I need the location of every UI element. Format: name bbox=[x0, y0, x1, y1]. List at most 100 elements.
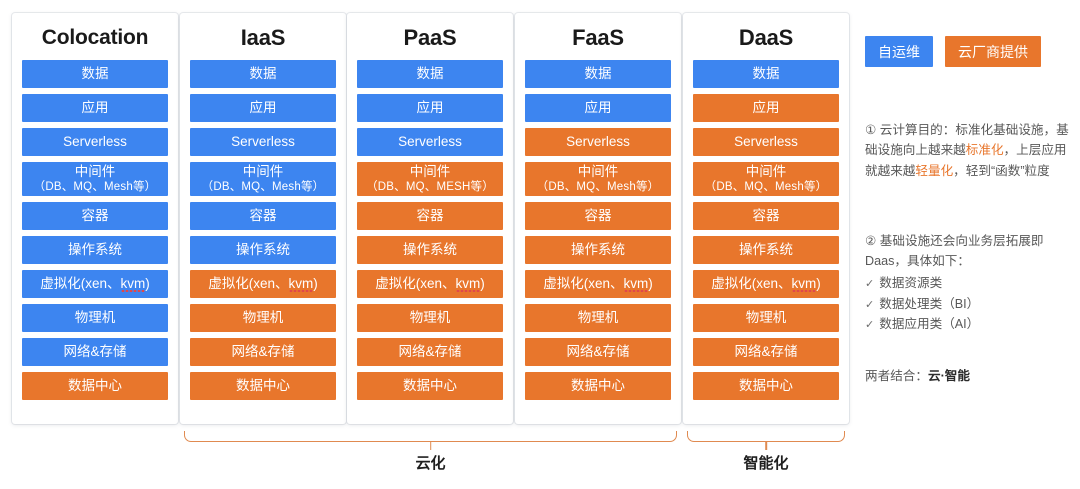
layer-container-faas[interactable]: 容器 bbox=[525, 202, 671, 230]
note2-check-item: ✓数据应用类（AI） bbox=[865, 314, 1078, 335]
layer-virtual-faas[interactable]: 虚拟化(xen、kvm) bbox=[525, 270, 671, 298]
layer-os-paas[interactable]: 操作系统 bbox=[357, 236, 503, 264]
layer-label: 数据中心 bbox=[739, 377, 793, 393]
layer-label: 物理机 bbox=[74, 309, 116, 325]
layer-os-daas[interactable]: 操作系统 bbox=[693, 236, 839, 264]
layer-label: 数据 bbox=[81, 65, 109, 81]
layer-application-paas[interactable]: 应用 bbox=[357, 94, 503, 122]
layer-netstorage-paas[interactable]: 网络&存储 bbox=[357, 338, 503, 366]
layer-data-colocation[interactable]: 数据 bbox=[22, 60, 168, 88]
spellcheck-underline: DaaS bbox=[738, 13, 794, 66]
layer-physical-paas[interactable]: 物理机 bbox=[357, 304, 503, 332]
layer-serverless-paas[interactable]: Serverless bbox=[357, 128, 503, 156]
layer-os-colocation[interactable]: 操作系统 bbox=[22, 236, 168, 264]
layer-datacenter-colocation[interactable]: 数据中心 bbox=[22, 372, 168, 400]
layer-data-iaas[interactable]: 数据 bbox=[190, 60, 336, 88]
layer-virtual-paas[interactable]: 虚拟化(xen、kvm) bbox=[357, 270, 503, 298]
layer-label: Serverless bbox=[566, 133, 630, 149]
layer-serverless-iaas[interactable]: Serverless bbox=[190, 128, 336, 156]
layer-data-faas[interactable]: 数据 bbox=[525, 60, 671, 88]
spellcheck-underline: FaaS bbox=[572, 13, 624, 66]
layer-label: 虚拟化(xen、kvm) bbox=[40, 276, 150, 292]
spellcheck-underline: kvm bbox=[288, 275, 314, 292]
layer-middleware-daas[interactable]: 中间件（DB、MQ、Mesh等） bbox=[693, 162, 839, 196]
layer-label-tail: ) bbox=[816, 275, 821, 291]
layer-serverless-daas[interactable]: Serverless bbox=[693, 128, 839, 156]
layer-virtual-colocation[interactable]: 虚拟化(xen、kvm) bbox=[22, 270, 168, 298]
layer-middleware-iaas[interactable]: 中间件（DB、MQ、Mesh等） bbox=[190, 162, 336, 196]
layer-data-daas[interactable]: 数据 bbox=[693, 60, 839, 88]
layer-physical-faas[interactable]: 物理机 bbox=[525, 304, 671, 332]
layer-netstorage-iaas[interactable]: 网络&存储 bbox=[190, 338, 336, 366]
layer-label: 数据中心 bbox=[403, 377, 457, 393]
note2-check-item: ✓数据处理类（BI） bbox=[865, 294, 1078, 315]
layer-stack: 数据应用 Serverless 中间件（DB、MQ、Mesh等） 容器操作系统虚拟化(… bbox=[693, 60, 839, 400]
layer-middleware-faas[interactable]: 中间件（DB、MQ、Mesh等） bbox=[525, 162, 671, 196]
brace-label-cloudification: 云化 bbox=[415, 455, 446, 472]
layer-label: 虚拟化(xen、kvm) bbox=[208, 275, 318, 292]
layer-datacenter-daas[interactable]: 数据中心 bbox=[693, 372, 839, 400]
layer-os-iaas[interactable]: 操作系统 bbox=[190, 236, 336, 264]
layer-netstorage-daas[interactable]: 网络&存储 bbox=[693, 338, 839, 366]
layer-container-daas[interactable]: 容器 bbox=[693, 202, 839, 230]
layer-label: 数据中心 bbox=[571, 377, 625, 393]
layer-datacenter-iaas[interactable]: 数据中心 bbox=[190, 372, 336, 400]
layer-virtual-daas[interactable]: 虚拟化(xen、kvm) bbox=[693, 270, 839, 298]
layer-data-paas[interactable]: 数据 bbox=[357, 60, 503, 88]
layer-container-colocation[interactable]: 容器 bbox=[22, 202, 168, 230]
note2-check-label: 数据应用类（AI） bbox=[879, 317, 980, 332]
layer-virtual-iaas[interactable]: 虚拟化(xen、kvm) bbox=[190, 270, 336, 298]
note1-highlight-standardization: 标准化 bbox=[965, 143, 1004, 158]
card-title-daas: DaaS bbox=[693, 13, 839, 66]
check-icon: ✓ bbox=[865, 277, 875, 290]
note2-check-label: 数据资源类 bbox=[879, 275, 943, 290]
layer-label: 数据 bbox=[752, 65, 780, 81]
layer-label: 容器 bbox=[249, 207, 277, 223]
layer-application-colocation[interactable]: 应用 bbox=[22, 94, 168, 122]
layer-physical-colocation[interactable]: 物理机 bbox=[22, 304, 168, 332]
layer-application-daas[interactable]: 应用 bbox=[693, 94, 839, 122]
layer-label-text: 虚拟化(xen、 bbox=[543, 275, 624, 291]
note2-marker: ② bbox=[865, 234, 877, 248]
layer-middleware-colocation[interactable]: 中间件（DB、MQ、Mesh等） bbox=[22, 162, 168, 196]
layer-os-faas[interactable]: 操作系统 bbox=[525, 236, 671, 264]
layer-serverless-colocation[interactable]: Serverless bbox=[22, 128, 168, 156]
layer-datacenter-paas[interactable]: 数据中心 bbox=[357, 372, 503, 400]
spellcheck-underline: kvm bbox=[455, 275, 481, 292]
layer-application-faas[interactable]: 应用 bbox=[525, 94, 671, 122]
layer-container-paas[interactable]: 容器 bbox=[357, 202, 503, 230]
layer-label: 数据 bbox=[249, 65, 277, 81]
layer-serverless-faas[interactable]: Serverless bbox=[525, 128, 671, 156]
note2-check-item: ✓ 数据资源类 bbox=[865, 273, 1078, 294]
layer-datacenter-faas[interactable]: 数据中心 bbox=[525, 372, 671, 400]
side-panel: 自运维 云厂商提供 ① 云计算目的：标准化基础设施，基础设施向上越来越标准化，上… bbox=[863, 0, 1080, 489]
layer-physical-iaas[interactable]: 物理机 bbox=[190, 304, 336, 332]
layer-netstorage-colocation[interactable]: 网络&存储 bbox=[22, 338, 168, 366]
layer-label: 操作系统 bbox=[236, 241, 290, 257]
spellcheck-underline: kvm bbox=[791, 275, 817, 292]
layer-label: 虚拟化(xen、kvm) bbox=[375, 275, 485, 292]
layer-netstorage-faas[interactable]: 网络&存储 bbox=[525, 338, 671, 366]
legend-self-managed: 自运维 bbox=[865, 36, 933, 67]
layer-middleware-paas[interactable]: 中间件（DB、MQ、MESH等） bbox=[357, 162, 503, 196]
card-title-faas: FaaS bbox=[525, 13, 671, 66]
layer-container-iaas[interactable]: 容器 bbox=[190, 202, 336, 230]
note2-text: 基础设施还会向业务层拓展即Daas，具体如下： bbox=[865, 234, 1044, 269]
layer-label: 数据中心 bbox=[236, 377, 290, 393]
layer-stack: 数据应用 Serverless 中间件（DB、MQ、MESH等） 容器操作系统虚拟化(… bbox=[357, 60, 503, 400]
layer-sublabel: （DB、MQ、Mesh等） bbox=[33, 180, 157, 193]
layer-label: 网络&存储 bbox=[566, 343, 630, 359]
layer-label: 操作系统 bbox=[68, 241, 122, 257]
layer-label: 网络&存储 bbox=[231, 343, 295, 359]
layer-label: Serverless bbox=[231, 133, 295, 149]
note-cloud-purpose: ① 云计算目的：标准化基础设施，基础设施向上越来越标准化，上层应用就越来越轻量化… bbox=[865, 120, 1078, 181]
layer-application-iaas[interactable]: 应用 bbox=[190, 94, 336, 122]
layer-physical-daas[interactable]: 物理机 bbox=[693, 304, 839, 332]
